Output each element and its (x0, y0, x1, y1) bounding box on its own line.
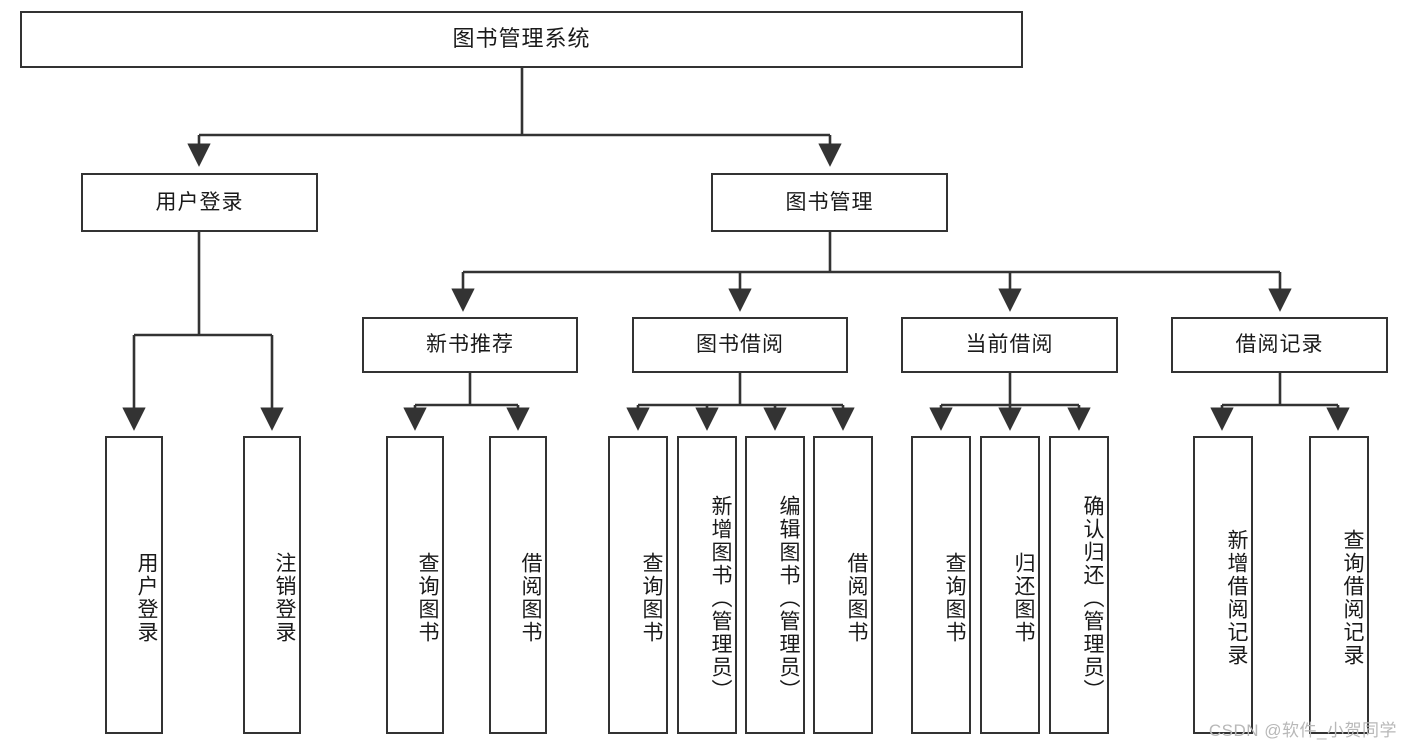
leaf-user-login-signout[interactable]: 注销登录 (243, 436, 301, 734)
node-current-borrow[interactable]: 当前借阅 (901, 317, 1118, 373)
csdn-watermark: CSDN @软件_小贺同学 (1208, 721, 1397, 740)
node-borrow-record[interactable]: 借阅记录 (1171, 317, 1388, 373)
node-book-management[interactable]: 图书管理 (711, 173, 948, 232)
leaf-current-query-book[interactable]: 查询图书 (911, 436, 971, 734)
leaf-record-query-record[interactable]: 查询借阅记录 (1309, 436, 1369, 734)
node-root-system[interactable]: 图书管理系统 (20, 11, 1023, 68)
node-book-borrow[interactable]: 图书借阅 (632, 317, 848, 373)
leaf-borrow-add-book-admin[interactable]: 新增图书（管理员） (677, 436, 737, 734)
leaf-borrow-query-book[interactable]: 查询图书 (608, 436, 668, 734)
leaf-recommend-query-book[interactable]: 查询图书 (386, 436, 444, 734)
node-user-login[interactable]: 用户登录 (81, 173, 318, 232)
leaf-recommend-borrow-book[interactable]: 借阅图书 (489, 436, 547, 734)
leaf-borrow-borrow-book[interactable]: 借阅图书 (813, 436, 873, 734)
leaf-current-return-book[interactable]: 归还图书 (980, 436, 1040, 734)
leaf-borrow-edit-book-admin[interactable]: 编辑图书（管理员） (745, 436, 805, 734)
leaf-user-login-signin[interactable]: 用户登录 (105, 436, 163, 734)
node-new-book-recommend[interactable]: 新书推荐 (362, 317, 578, 373)
leaf-current-confirm-return-admin[interactable]: 确认归还（管理员） (1049, 436, 1109, 734)
leaf-record-add-record[interactable]: 新增借阅记录 (1193, 436, 1253, 734)
